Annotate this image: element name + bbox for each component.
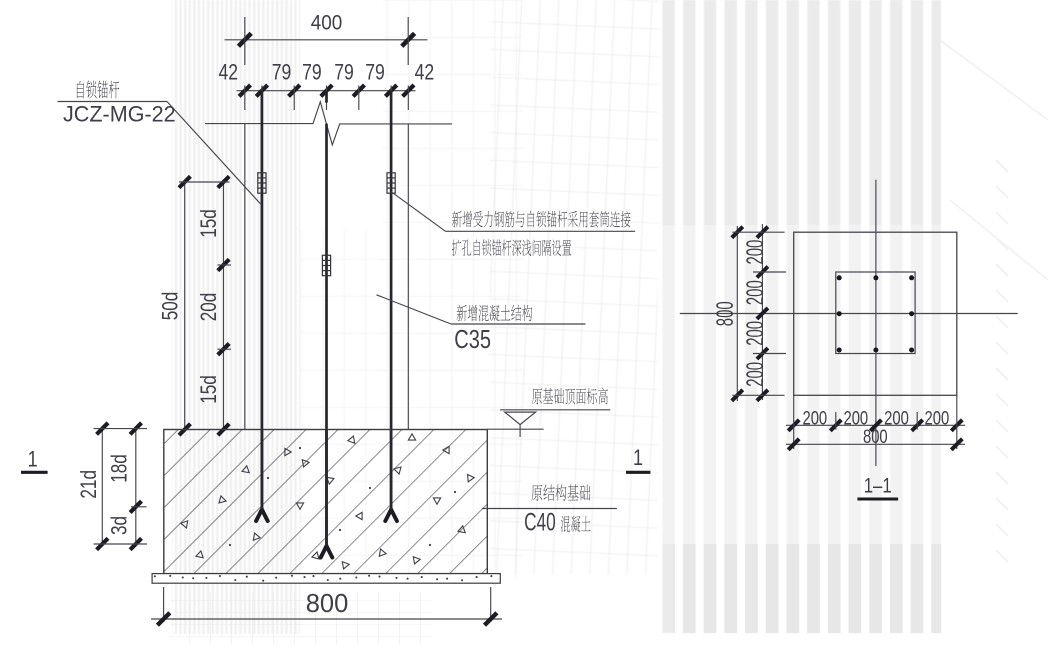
svg-text:79: 79 (302, 61, 322, 85)
svg-text:21d: 21d (77, 470, 102, 499)
svg-text:50d: 50d (159, 292, 184, 321)
svg-text:1: 1 (28, 448, 38, 472)
svg-text:200: 200 (742, 240, 768, 265)
svg-text:200: 200 (884, 406, 909, 429)
svg-text:20d: 20d (197, 293, 222, 322)
svg-text:200: 200 (843, 406, 868, 429)
svg-text:200: 200 (742, 280, 768, 305)
svg-text:1–1: 1–1 (864, 475, 892, 498)
svg-text:15d: 15d (197, 375, 222, 404)
svg-text:42: 42 (219, 61, 239, 85)
svg-text:800: 800 (863, 425, 888, 448)
svg-text:79: 79 (334, 61, 354, 85)
svg-text:3d: 3d (108, 516, 133, 535)
svg-text:42: 42 (415, 61, 435, 85)
svg-text:18d: 18d (108, 454, 133, 483)
svg-text:200: 200 (802, 406, 827, 429)
svg-text:800: 800 (713, 301, 739, 326)
svg-text:200: 200 (925, 406, 950, 429)
svg-text:C35: C35 (454, 324, 491, 353)
svg-text:1: 1 (633, 447, 643, 471)
svg-text:JCZ-MG-22: JCZ-MG-22 (63, 101, 176, 126)
svg-text:C40: C40 (524, 508, 556, 536)
svg-text:200: 200 (742, 362, 768, 387)
svg-text:79: 79 (272, 61, 292, 85)
svg-text:15d: 15d (197, 209, 222, 238)
svg-text:800: 800 (306, 590, 349, 618)
svg-text:79: 79 (365, 61, 385, 85)
svg-text:400: 400 (311, 12, 343, 35)
svg-text:200: 200 (742, 321, 768, 346)
